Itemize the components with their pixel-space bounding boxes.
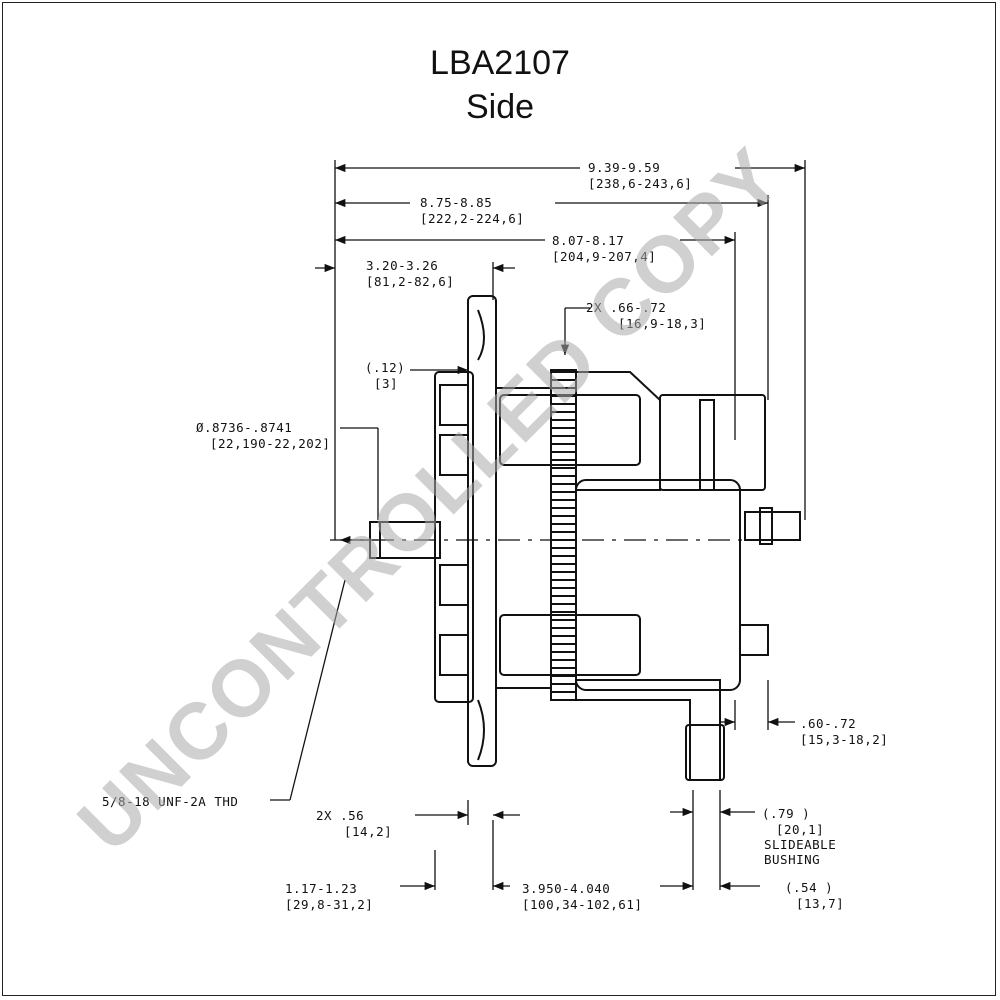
label-slideable: SLIDEABLE — [764, 837, 837, 852]
dim-117: 1.17-1.23 — [285, 881, 358, 896]
dim-2x-56: 2X .56 — [316, 808, 365, 823]
slideable-bushing — [685, 724, 725, 781]
dim-012: (.12) — [365, 360, 406, 375]
dim-pulley-width-mm: [81,2-82,6] — [366, 274, 455, 289]
dim-thread: 5/8-18 UNF-2A THD — [102, 794, 239, 809]
shaft — [369, 521, 441, 559]
drawing-subtitle: Side — [465, 88, 535, 126]
dim-117-mm: [29,8-31,2] — [285, 897, 374, 912]
dim-3950: 3.950-4.040 — [522, 881, 611, 896]
stator-ring — [550, 369, 577, 701]
dim-shaft-diameter-mm: [22,190-22,202] — [210, 436, 331, 451]
fan-pulley — [434, 371, 474, 703]
regulator — [659, 394, 766, 491]
dim-overall-1: 9.39-9.59 — [588, 160, 661, 175]
dim-overall-2: 8.75-8.85 — [420, 195, 493, 210]
dim-060: .60-.72 — [800, 716, 857, 731]
dim-079-mm: [20,1] — [776, 822, 825, 837]
dim-overall-2-mm: [222,2-224,6] — [420, 211, 525, 226]
dim-2x-56-mm: [14,2] — [344, 824, 393, 839]
dim-overall-1-mm: [238,6-243,6] — [588, 176, 693, 191]
dim-054: (.54 ) — [785, 880, 834, 895]
ground-terminal — [739, 624, 769, 656]
mounting-foot — [575, 679, 721, 781]
dim-pulley-width: 3.20-3.26 — [366, 258, 439, 273]
dim-overall-3: 8.07-8.17 — [552, 233, 625, 248]
front-housing — [495, 387, 552, 689]
dim-3950-mm: [100,34-102,61] — [522, 897, 643, 912]
label-bushing: BUSHING — [764, 852, 821, 867]
dim-060-mm: [15,3-18,2] — [800, 732, 889, 747]
dim-012-mm: [3] — [374, 376, 399, 391]
dim-overall-3-mm: [204,9-207,4] — [552, 249, 657, 264]
dim-2x-66-mm: [16,9-18,3] — [618, 316, 707, 331]
drawing-title: LBA2107 — [430, 44, 570, 82]
dim-079: (.79 ) — [762, 806, 811, 821]
dim-054-mm: [13,7] — [796, 896, 845, 911]
dim-2x-66: 2X .66-.72 — [586, 300, 667, 315]
rear-housing — [575, 479, 741, 691]
rectifier-cover — [575, 371, 661, 491]
dim-shaft-diameter: Ø.8736-.8741 — [196, 420, 293, 435]
